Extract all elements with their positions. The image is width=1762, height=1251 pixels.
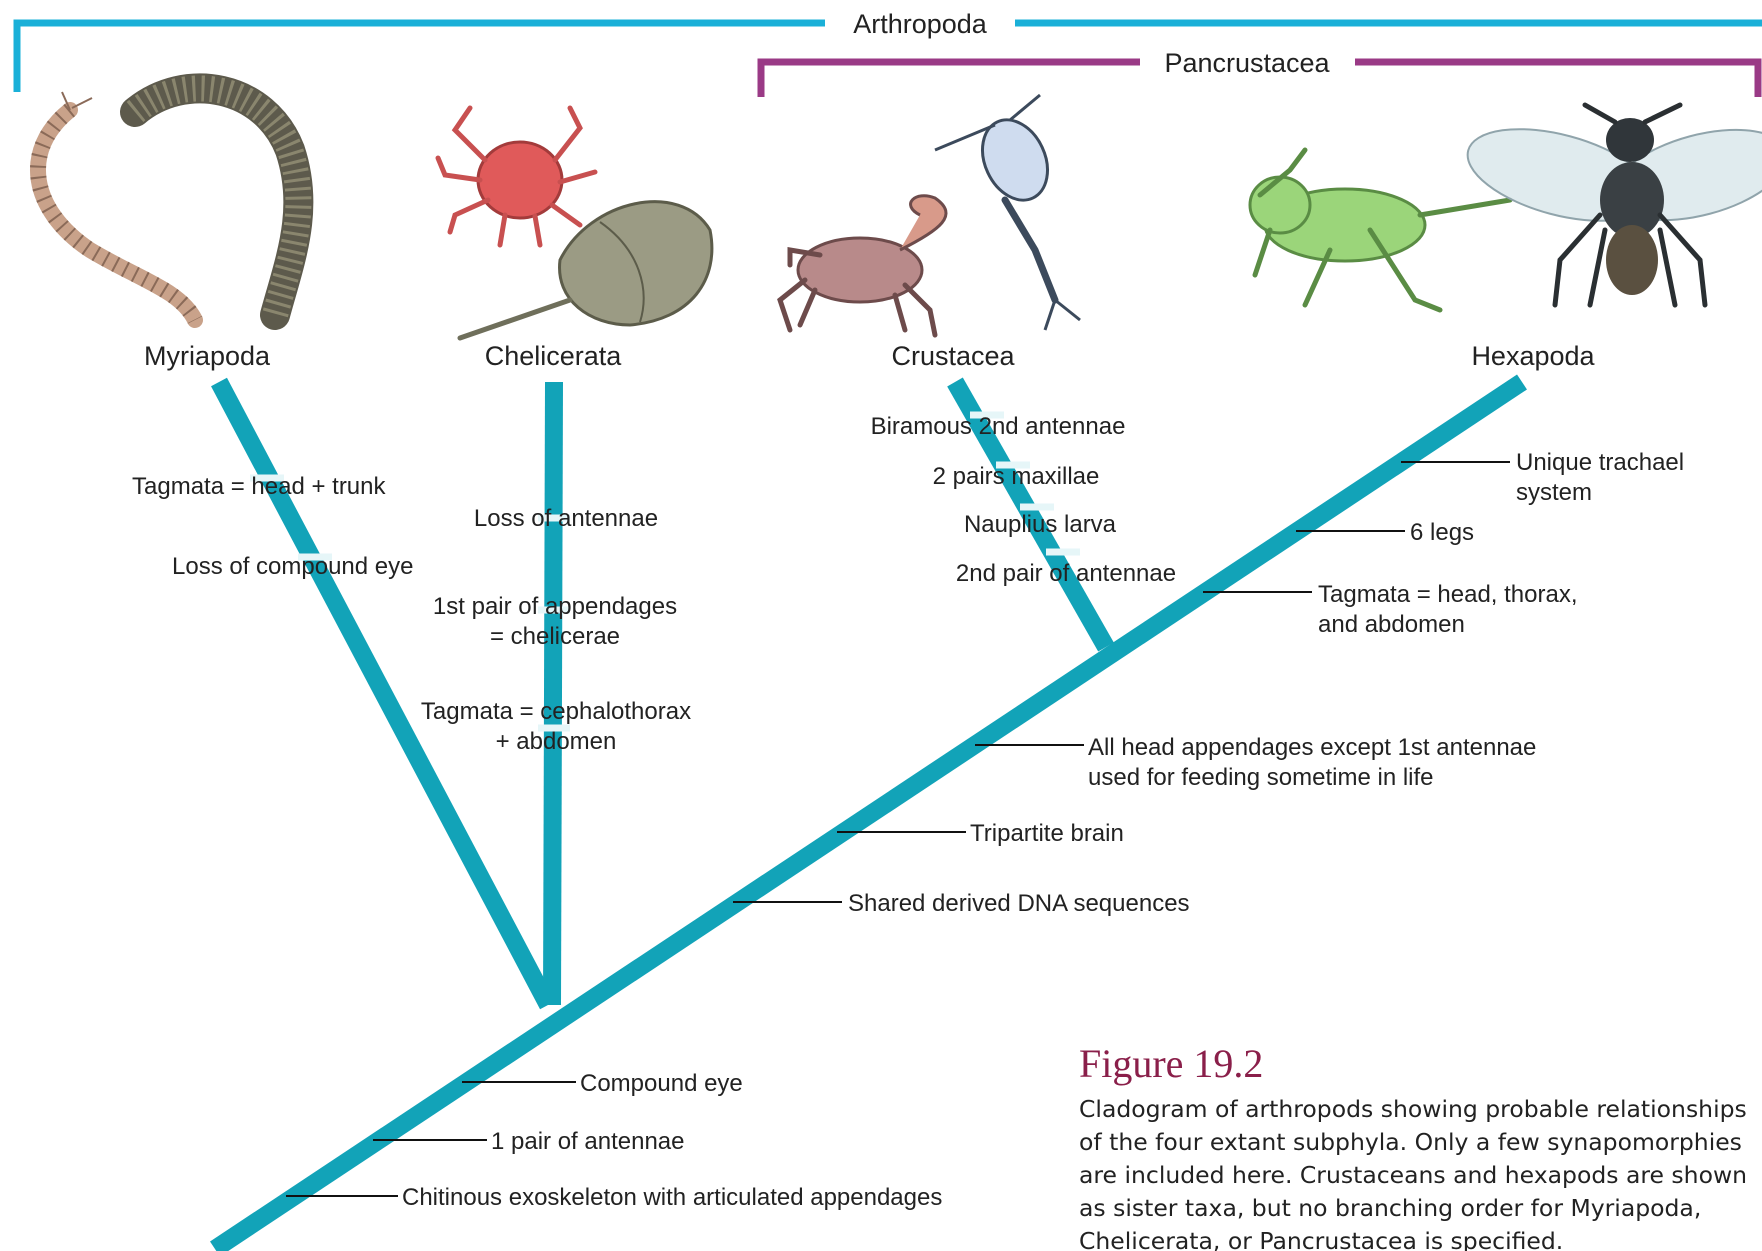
char-crustacea-0: Biramous 2nd antennae	[871, 413, 1126, 440]
taxon-label-myriapoda: Myriapoda	[144, 341, 271, 371]
bee-illustration	[1458, 105, 1762, 305]
caption-line: Cladogram of arthropods showing probable…	[1079, 1093, 1762, 1126]
char-pancrustacea-3: Shared derived DNA sequences	[848, 890, 1190, 917]
grasshopper-illustration	[1250, 150, 1510, 310]
char-hexapoda-1: system	[1516, 479, 1592, 506]
char-chelicerata-1: 1st pair of appendages	[433, 593, 677, 620]
char-chelicerata-2: = chelicerae	[490, 623, 620, 650]
myriapoda-characters: Tagmata = head + trunk Loss of compound …	[132, 473, 414, 580]
figure-title: Figure 19.2	[1079, 1040, 1762, 1087]
char-arthropoda-1: 1 pair of antennae	[491, 1128, 685, 1155]
caption-line: of the four extant subphyla. Only a few …	[1079, 1126, 1762, 1159]
char-chelicerata-0: Loss of antennae	[474, 505, 658, 532]
caption-line: Chelicerata, or Pancrustacea is specifie…	[1079, 1225, 1762, 1251]
char-pancrustacea-2: Tripartite brain	[970, 820, 1124, 847]
char-crustacea-3: 2nd pair of antennae	[956, 560, 1176, 587]
copepod-illustration	[935, 95, 1080, 330]
char-chelicerata-3: Tagmata = cephalothorax	[421, 698, 691, 725]
arthropoda-bracket: Arthropoda	[17, 9, 1762, 92]
char-hexapoda-4: and abdomen	[1318, 611, 1465, 638]
char-pancrustacea-1: used for feeding sometime in life	[1088, 764, 1434, 791]
pancrustacea-bracket-right	[1355, 62, 1758, 97]
horseshoe-crab-illustration	[460, 202, 712, 338]
mite-illustration	[438, 108, 595, 245]
char-crustacea-1: 2 pairs maxillae	[933, 463, 1100, 490]
caption-line: as sister taxa, but no branching order f…	[1079, 1192, 1762, 1225]
centipede-illustration	[38, 92, 195, 320]
arthropoda-bracket-left	[17, 23, 825, 92]
pancrustacea-bracket-left	[761, 62, 1140, 97]
char-crustacea-2: Nauplius larva	[964, 511, 1117, 538]
taxon-label-hexapoda: Hexapoda	[1471, 341, 1595, 371]
arthropoda-label: Arthropoda	[853, 9, 988, 39]
figure-caption-text: Cladogram of arthropods showing probable…	[1079, 1093, 1762, 1251]
char-myriapoda-0: Tagmata = head + trunk	[132, 473, 387, 500]
char-arthropoda-0: Compound eye	[580, 1070, 743, 1097]
char-myriapoda-1: Loss of compound eye	[172, 553, 414, 580]
pancrustacea-bracket: Pancrustacea	[761, 48, 1758, 97]
pancrustacea-label: Pancrustacea	[1164, 48, 1330, 78]
char-pancrustacea-0: All head appendages except 1st antennae	[1088, 734, 1536, 761]
char-hexapoda-3: Tagmata = head, thorax,	[1318, 581, 1578, 608]
taxon-label-chelicerata: Chelicerata	[485, 341, 623, 371]
char-hexapoda-2: 6 legs	[1410, 519, 1474, 546]
char-arthropoda-2: Chitinous exoskeleton with articulated a…	[402, 1184, 942, 1211]
chelicerata-branch	[552, 382, 554, 1005]
char-chelicerata-4: + abdomen	[496, 728, 617, 755]
crab-illustration	[780, 196, 946, 335]
char-hexapoda-0: Unique trachael	[1516, 449, 1684, 476]
caption-line: are included here. Crustaceans and hexap…	[1079, 1159, 1762, 1192]
figure-caption: Figure 19.2 Cladogram of arthropods show…	[1079, 1040, 1762, 1251]
taxon-label-crustacea: Crustacea	[891, 341, 1015, 371]
